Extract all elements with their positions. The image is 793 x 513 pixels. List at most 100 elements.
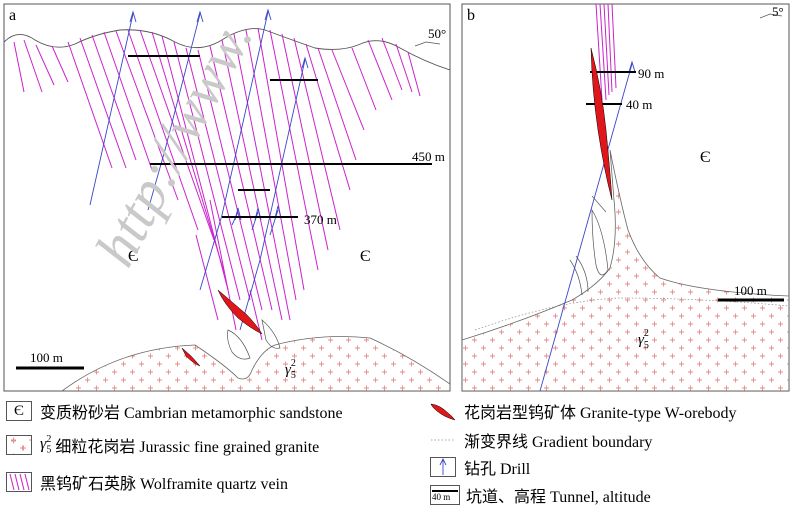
vein xyxy=(115,30,179,201)
vein xyxy=(233,33,291,321)
sandstone-swatch: Є xyxy=(6,401,32,421)
gradient-swatch xyxy=(430,430,456,450)
rock-label-sandstone: Є xyxy=(700,149,711,166)
vein xyxy=(79,37,127,169)
drill-hole xyxy=(239,59,306,331)
drill-marker-icon xyxy=(264,8,272,21)
vein xyxy=(257,27,305,291)
tunnel-label-450: 450 m xyxy=(412,149,445,164)
drill-hole xyxy=(539,63,633,391)
panel-a-dip: 50° xyxy=(428,26,446,41)
vein xyxy=(595,4,603,101)
rock-label-sandstone: Є xyxy=(128,248,139,265)
legend-orebody-text: 花岗岩型钨矿体 Granite-type W-orebody xyxy=(464,405,737,422)
granite-label: γ52 xyxy=(285,358,296,381)
drill-marker-icon xyxy=(301,56,309,69)
panel-b-dip: 5° xyxy=(772,4,784,19)
legend-drill: 钻孔 Drill xyxy=(430,455,530,479)
vein xyxy=(269,29,319,271)
panel-a-drills xyxy=(89,8,309,331)
panel-b-dip-symbol xyxy=(759,13,783,19)
vein xyxy=(139,29,215,241)
vein xyxy=(611,4,617,89)
panel-a-orebody xyxy=(181,347,201,367)
vein xyxy=(185,47,251,301)
vein xyxy=(305,43,351,191)
panel-a-frame xyxy=(3,3,451,392)
vein xyxy=(13,41,25,93)
legend-gradient-text: 渐变界线 Gradient boundary xyxy=(464,434,653,451)
drill-hole xyxy=(89,13,134,206)
legend-vein: 黑钨矿石英脉 Wolframite quartz vein xyxy=(6,470,288,494)
legend-orebody: 花岗岩型钨矿体 Granite-type W-orebody xyxy=(430,399,737,423)
panel-a-tunnels xyxy=(128,55,432,218)
panel-a-orebody xyxy=(217,289,263,335)
panel-b-lens xyxy=(591,208,609,276)
tunnel-label-40: 40 m xyxy=(626,97,652,112)
panel-a-granite xyxy=(61,336,450,391)
drill-marker-icon xyxy=(274,205,282,219)
drill-icon xyxy=(439,458,447,475)
vein xyxy=(599,4,607,101)
vein xyxy=(317,47,357,161)
tunnel-symbol-label: 40 m xyxy=(432,492,451,502)
panel-b-lens xyxy=(569,255,589,296)
vein xyxy=(151,31,225,273)
panel-b-granite xyxy=(462,149,789,391)
panel-a-lens xyxy=(227,329,251,360)
legend-gradient: 渐变界线 Gradient boundary xyxy=(430,428,652,452)
vein xyxy=(103,31,153,171)
sandstone-symbol: Є xyxy=(14,402,24,419)
legend-tunnel: 40 m 坑道、高程 Tunnel, altitude xyxy=(430,483,651,507)
panel-b-orebody xyxy=(590,47,613,201)
drill-marker-icon xyxy=(628,60,636,73)
drill-hole xyxy=(147,13,201,211)
scale-label: 100 m xyxy=(734,283,767,298)
panel-b-lens xyxy=(591,195,607,213)
panel-a-dip-symbol xyxy=(414,41,441,47)
drill-hole xyxy=(199,11,269,291)
rock-label-sandstone: Є xyxy=(360,248,371,265)
drill-marker-icon xyxy=(196,10,204,23)
tunnel-label-90: 90 m xyxy=(638,66,664,81)
vein xyxy=(607,4,613,93)
legend: Є 变质粉砂岩 Cambrian metamorphic sandstone γ… xyxy=(0,394,793,513)
tunnel-swatch: 40 m xyxy=(430,485,460,505)
vein xyxy=(51,45,69,83)
vein xyxy=(293,37,341,231)
vein xyxy=(407,51,421,97)
panel-a-lens xyxy=(261,319,281,349)
vein-swatch xyxy=(6,472,32,492)
legend-sandstone-text: 变质粉砂岩 Cambrian metamorphic sandstone xyxy=(40,405,343,422)
vein xyxy=(67,41,113,169)
panel-a-label: a xyxy=(9,7,16,24)
drill-marker-icon xyxy=(129,10,137,23)
panel-b-label: b xyxy=(467,7,475,24)
legend-vein-text: 黑钨矿石英脉 Wolframite quartz vein xyxy=(40,476,288,493)
legend-tunnel-text: 坑道、高程 Tunnel, altitude xyxy=(466,489,651,506)
vein xyxy=(127,29,199,231)
vein xyxy=(209,45,273,311)
panel-b-drills xyxy=(539,60,636,391)
vein xyxy=(603,4,610,96)
panel-a: a 50° 450 m 370 m Є Є γ52 100 m xyxy=(3,3,451,392)
vein xyxy=(23,39,43,93)
drill-swatch xyxy=(430,457,456,477)
vein xyxy=(381,37,403,91)
vein xyxy=(351,47,377,111)
legend-sandstone: Є 变质粉砂岩 Cambrian metamorphic sandstone xyxy=(6,399,343,423)
tunnel-label-370: 370 m xyxy=(304,212,337,227)
vein xyxy=(367,39,393,101)
vein xyxy=(221,39,283,321)
geologic-sections: a 50° 450 m 370 m Є Є γ52 100 m xyxy=(3,3,790,392)
legend-drill-text: 钻孔 Drill xyxy=(464,461,531,478)
granite-swatch xyxy=(6,435,32,455)
granite-symbol: γ52 xyxy=(40,434,52,456)
panel-b-veins xyxy=(595,4,617,101)
vein xyxy=(331,49,365,131)
granite-label: γ52 xyxy=(638,328,649,351)
panel-b-gradient-boundary xyxy=(474,297,789,331)
legend-granite: γ52 细粒花岗岩 Jurassic fine grained granite xyxy=(6,433,319,457)
vein xyxy=(173,41,241,301)
vein xyxy=(395,43,413,93)
